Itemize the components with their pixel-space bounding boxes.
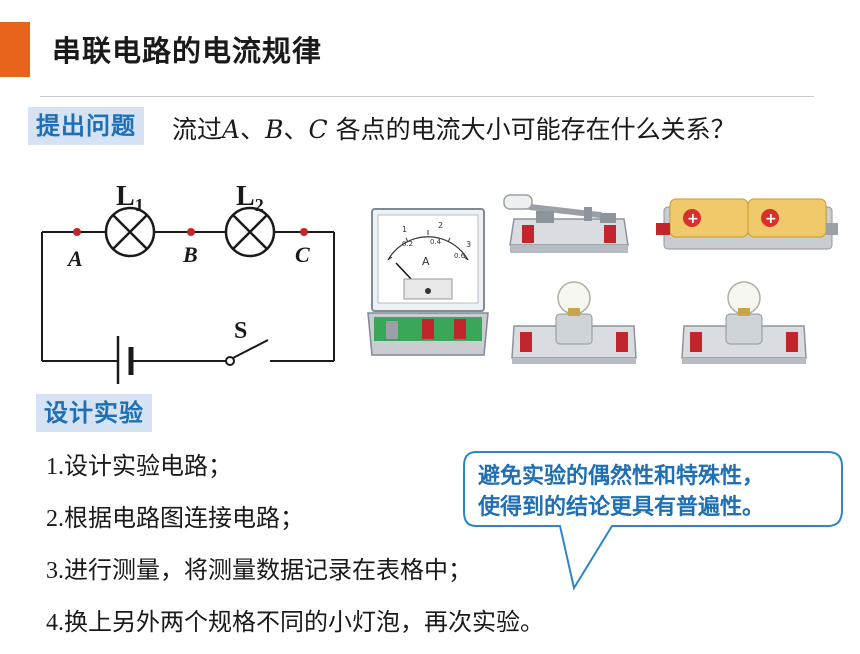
- question-sep-2: 、: [283, 115, 309, 144]
- design-tag: 设计实验: [36, 394, 152, 432]
- question-prefix: 流过: [172, 115, 223, 144]
- callout-line-2: 使得到的结论更具有普遍性。: [477, 494, 764, 520]
- ammeter-scale-bottom-2: 0.4: [430, 238, 442, 246]
- battery-pack-image: + +: [656, 198, 838, 250]
- ammeter-scale-top-3: 3: [466, 240, 471, 249]
- label-a: A: [66, 246, 83, 271]
- question-suffix: 各点的电流大小可能存在什么关系？: [327, 115, 736, 144]
- list-item: 1.设计实验电路；: [46, 452, 232, 480]
- question-point-b: B: [265, 115, 284, 144]
- switch-label: S: [234, 318, 247, 344]
- list-item: 2.根据电路图连接电路；: [46, 504, 304, 532]
- node-b: [187, 228, 195, 236]
- label-c: C: [295, 242, 310, 267]
- callout-line-1: 避免实验的偶然性和特殊性，: [478, 463, 764, 489]
- ammeter-scale-bottom-1: 0.2: [402, 240, 413, 248]
- callout-bubble: 避免实验的偶然性和特殊性， 使得到的结论更具有普遍性。: [463, 451, 843, 591]
- lamp-l1-label: L1: [116, 181, 144, 215]
- steps-list: 1.设计实验电路； 2.根据电路图连接电路； 3.进行测量，将测量数据记录在表格…: [46, 446, 544, 654]
- question-sep-1: 、: [240, 115, 266, 144]
- question-point-a: A: [222, 115, 241, 144]
- node-a: [73, 228, 81, 236]
- lamp-l2-label: L2: [236, 181, 264, 215]
- lamp-holder-image-2: [681, 281, 807, 364]
- lamp-l2-symbol: [224, 206, 276, 258]
- ammeter-image: 1 2 3 0.2 0.4 0.6 A: [367, 208, 489, 356]
- lamp-holder-image-1: [511, 281, 637, 364]
- list-item: 4.换上另外两个规格不同的小灯泡，再次实验。: [46, 608, 544, 636]
- svg-text:+: +: [687, 211, 699, 227]
- switch-symbol: [225, 339, 269, 366]
- knife-switch-image: [503, 194, 629, 253]
- lamp-l1-symbol: [104, 206, 156, 258]
- ammeter-unit: A: [422, 255, 430, 268]
- label-b: B: [182, 242, 198, 267]
- page-title: 串联电路的电流规律: [52, 34, 323, 68]
- svg-text:+: +: [765, 211, 777, 227]
- question-text: 流过A、B、C 各点的电流大小可能存在什么关系？: [172, 110, 736, 146]
- node-c: [300, 228, 308, 236]
- battery-symbol: [116, 336, 134, 384]
- title-divider: [40, 96, 814, 97]
- question-tag: 提出问题: [28, 107, 144, 145]
- list-item: 3.进行测量，将测量数据记录在表格中；: [46, 556, 472, 584]
- ammeter-scale-top-2: 2: [438, 221, 443, 230]
- question-point-c: C: [308, 115, 328, 144]
- series-circuit-diagram: L1 L2 A B C S: [41, 181, 335, 384]
- ammeter-scale-bottom-3: 0.6: [454, 252, 466, 260]
- ammeter-scale-top-1: 1: [402, 225, 407, 234]
- accent-bar: [0, 22, 30, 77]
